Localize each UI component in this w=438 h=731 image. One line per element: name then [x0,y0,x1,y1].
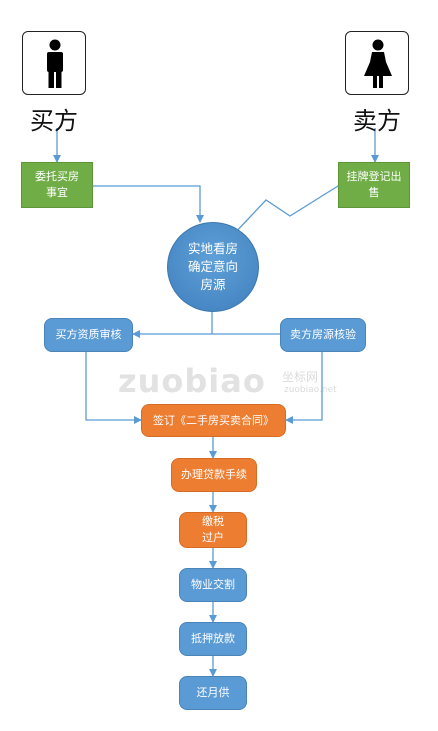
list-sale-node: 挂牌登记出 售 [338,162,410,208]
connector-sellercheck-contract [285,352,323,424]
viewing-node: 实地看房 确定意向 房源 [167,222,259,312]
connector-buyercheck-contract [85,352,142,424]
seller-icon-box [345,31,409,95]
female-person-icon [364,39,392,88]
watermark-en: zuobiao.net [284,385,337,395]
handover-node: 物业交割 [179,568,247,602]
mortgage-node: 抵押放款 [179,622,247,656]
buyer-check-node: 买方资质审核 [44,318,133,352]
repay-node: 还月供 [179,676,247,710]
seller-label: 卖方 [353,107,401,135]
entrust-buy-node: 委托买房 事宜 [21,162,93,208]
loan-node: 办理贷款手续 [171,458,257,492]
seller-check-node: 卖方房源核验 [280,318,366,352]
sign-contract-node: 签订《二手房买卖合同》 [141,404,286,437]
watermark-cn: 坐标网 [282,370,319,384]
buyer-label: 买方 [30,107,78,135]
watermark-brand: zuobiao [118,362,266,400]
tax-transfer-node: 缴税 过户 [179,512,247,548]
male-person-icon [47,39,63,88]
connector-entrust-viewing [93,185,204,223]
buyer-icon-box [22,31,86,95]
connector-listing-viewing [231,185,339,237]
